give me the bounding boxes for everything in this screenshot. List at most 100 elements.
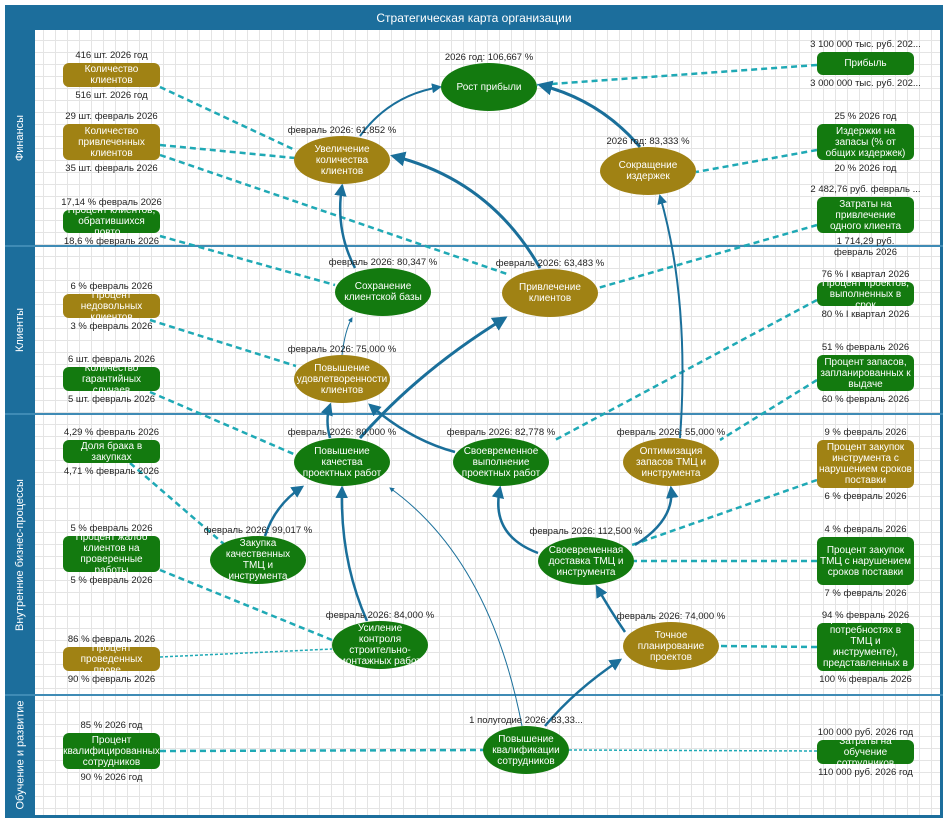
kpi-box[interactable]: Количество гарантийных случаев <box>63 367 160 391</box>
objective-node[interactable]: Повышение удовлетворенности клиентов <box>294 355 390 403</box>
kpi-link <box>159 234 336 287</box>
objective-node[interactable]: Своевременное выполнение проектных работ <box>453 438 549 486</box>
kpi-actual-value: 60 % февраль 2026 <box>821 394 910 405</box>
kpi-actual-value: 5 % февраль 2026 <box>70 575 153 586</box>
kpi-box[interactable]: Затраты на привлечение одного клиента <box>817 197 914 233</box>
objective-value: февраль 2026: 80,000 % <box>287 427 397 438</box>
influence-arrow <box>368 403 456 454</box>
kpi-link <box>159 153 511 277</box>
influence-arrow <box>657 194 684 439</box>
kpi-actual-value: 3 % февраль 2026 <box>70 321 153 332</box>
kpi-box[interactable]: Прибыль <box>817 52 914 75</box>
kpi-link <box>159 748 485 753</box>
objective-name: Оптимизация запасов ТМЦ и инструмента <box>635 445 707 479</box>
objective-node[interactable]: Усиление контроля строительно-монтажных … <box>332 621 428 669</box>
influence-arrow <box>358 316 508 439</box>
kpi-link <box>129 462 226 546</box>
objective-node[interactable]: Привлечение клиентов <box>502 269 598 317</box>
kpi-box[interactable]: Процент квалифицированных сотрудников <box>63 733 160 769</box>
kpi-box[interactable]: Процент жалоб клиентов на проверенные ра… <box>63 536 160 572</box>
map-title: Стратегическая карта организации <box>376 11 572 25</box>
kpi-name: Процент заявок (о потребностях в ТМЦ и и… <box>823 623 908 671</box>
objective-node[interactable]: Рост прибыли <box>441 63 537 111</box>
kpi-name: Процент квалифицированных сотрудников <box>63 734 160 768</box>
objective-name: Своевременное выполнение проектных работ <box>461 445 541 479</box>
influence-arrow <box>537 80 642 148</box>
objective-node[interactable]: Закупка качественных ТМЦ и инструмента <box>210 536 306 584</box>
kpi-box[interactable]: Процент заявок (о потребностях в ТМЦ и и… <box>817 623 914 671</box>
kpi-box[interactable]: Процент закупок ТМЦ с нарушением сроков … <box>817 537 914 585</box>
kpi-name: Процент проведенных прове... <box>80 647 143 671</box>
influence-arrow <box>595 584 627 633</box>
objective-value: февраль 2026: 61,852 % <box>287 125 397 136</box>
kpi-box[interactable]: Доля брака в закупках <box>63 440 160 463</box>
kpi-name: Издержки на запасы (% от общих издержек) <box>825 125 906 159</box>
kpi-name: Процент закупок ТМЦ с нарушением сроков … <box>819 544 912 578</box>
objective-value: февраль 2026: 99,017 % <box>203 525 313 536</box>
kpi-actual-value: 6 % февраль 2026 <box>824 491 907 502</box>
kpi-target-value: 416 шт. 2026 год <box>75 50 148 61</box>
lane-divider <box>5 245 943 247</box>
objective-node[interactable]: Увеличение количества клиентов <box>294 136 390 184</box>
objective-name: Повышение качества проектных работ <box>302 445 382 479</box>
kpi-actual-value: 7 % февраль 2026 <box>824 588 907 599</box>
influence-arrow <box>634 485 679 547</box>
influence-arrow <box>359 83 442 137</box>
objective-value: 1 полугодие 2026: 83,33... <box>469 715 583 726</box>
objective-node[interactable]: Своевременная доставка ТМЦ и инструмента <box>538 537 634 585</box>
kpi-actual-value: 5 шт. февраль 2026 <box>67 394 156 405</box>
kpi-box[interactable]: Процент запасов, запланированных к выдач… <box>817 355 914 391</box>
kpi-actual-value: 90 % 2026 год <box>80 772 143 783</box>
kpi-name: Доля брака в закупках <box>80 440 143 463</box>
objective-value: 2026 год: 83,333 % <box>606 136 690 147</box>
kpi-box[interactable]: Количество клиентов <box>63 63 160 87</box>
kpi-link <box>536 63 818 87</box>
kpi-box[interactable]: Процент недовольных клиентов <box>63 294 160 318</box>
kpi-name: Процент клиентов, обратившихся повто... <box>67 210 156 233</box>
kpi-target-value: 4 % февраль 2026 <box>824 524 907 535</box>
objective-node[interactable]: Точное планирование проектов <box>623 622 719 670</box>
kpi-actual-value: 3 000 000 тыс. руб. 202... <box>810 78 921 89</box>
kpi-link <box>149 318 297 368</box>
kpi-name: Процент проектов, выполненных в срок <box>821 282 910 306</box>
kpi-box[interactable]: Издержки на запасы (% от общих издержек) <box>817 124 914 160</box>
objective-node[interactable]: Сокращение издержек <box>600 147 696 195</box>
objective-node[interactable]: Оптимизация запасов ТМЦ и инструмента <box>623 438 719 486</box>
objective-name: Сокращение издержек <box>618 160 678 182</box>
objective-value: февраль 2026: 80,347 % <box>328 257 438 268</box>
kpi-actual-value: 4,71 % февраль 2026 <box>63 466 160 477</box>
kpi-target-value: 86 % февраль 2026 <box>67 634 156 645</box>
influence-arrow <box>491 485 539 555</box>
objective-node[interactable]: Повышение качества проектных работ <box>294 438 390 486</box>
kpi-actual-value: 80 % I квартал 2026 <box>821 309 910 320</box>
kpi-box[interactable]: Процент проведенных прове... <box>63 647 160 671</box>
kpi-box[interactable]: Процент клиентов, обратившихся повто... <box>63 210 160 233</box>
kpi-box[interactable]: Процент проектов, выполненных в срок <box>817 282 914 306</box>
objective-name: Увеличение количества клиентов <box>314 143 370 177</box>
kpi-link <box>597 223 818 290</box>
influence-arrow <box>341 317 353 356</box>
objective-value: февраль 2026: 75,000 % <box>287 344 397 355</box>
kpi-name: Процент недовольных клиентов <box>80 294 143 318</box>
kpi-link <box>718 644 818 649</box>
kpi-target-value: 4,29 % февраль 2026 <box>63 427 160 438</box>
influence-arrow <box>389 487 523 727</box>
kpi-target-value: 100 000 руб. 2026 год <box>817 727 914 738</box>
lane-divider <box>5 694 943 696</box>
kpi-box[interactable]: Процент закупок инструмента с нарушением… <box>817 440 914 488</box>
objective-node[interactable]: Повышение квалификации сотрудников <box>483 726 569 774</box>
objective-name: Своевременная доставка ТМЦ и инструмента <box>548 544 624 578</box>
kpi-target-value: 94 % февраль 2026 <box>821 610 910 621</box>
influence-arrow <box>320 402 333 439</box>
objective-value: февраль 2026: 112,500 % <box>529 526 643 537</box>
objective-node[interactable]: Сохранение клиентской базы <box>335 268 431 316</box>
kpi-link <box>159 143 296 160</box>
kpi-target-value: 51 % февраль 2026 <box>821 342 910 353</box>
kpi-box[interactable]: Количество привлеченных клиентов <box>63 124 160 160</box>
kpi-name: Количество гарантийных случаев <box>81 367 142 391</box>
influence-arrow <box>390 151 542 269</box>
kpi-actual-value: 100 % февраль 2026 <box>819 674 912 685</box>
objective-name: Усиление контроля строительно-монтажных … <box>339 623 421 667</box>
kpi-box[interactable]: Затраты на обучение сотрудников <box>817 740 914 764</box>
lane-divider <box>5 413 943 415</box>
